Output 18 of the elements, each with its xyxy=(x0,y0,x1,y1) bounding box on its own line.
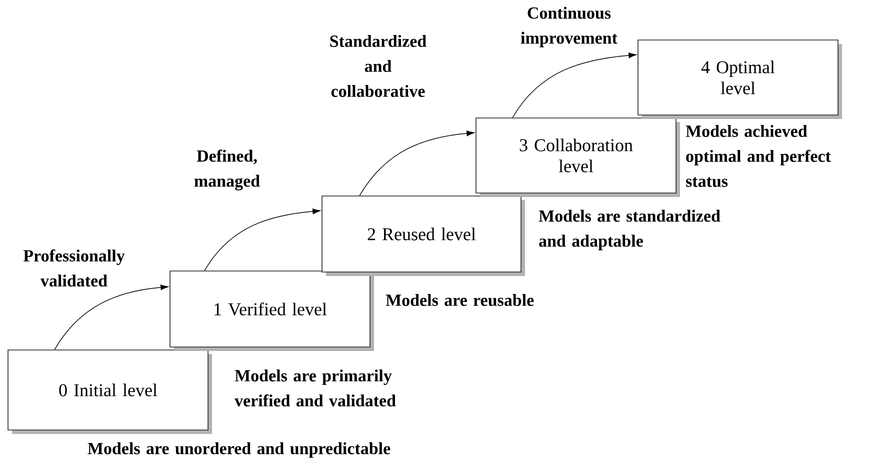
arrow xyxy=(359,130,474,196)
level-description: Models are primarily verified and validated xyxy=(234,370,396,406)
arrow xyxy=(54,284,168,350)
edge-label: Defined, managed xyxy=(194,150,260,190)
level-box: 1 Verified level xyxy=(170,270,374,351)
arrow xyxy=(512,52,636,118)
edge-label: Standardized and collaborative xyxy=(330,35,426,97)
level-description: Models achieved optimal and perfect status xyxy=(686,125,831,187)
arrow xyxy=(204,208,320,271)
level-box: 0 Initial level xyxy=(8,350,212,434)
level-box: 3 Collaboration level xyxy=(476,118,680,197)
level-box: 4 Optimal level xyxy=(638,40,842,119)
edge-label: Continuous improvement xyxy=(520,6,618,48)
edge-label: Professionally validated xyxy=(23,249,125,287)
level-box: 2 Reused level xyxy=(322,196,525,276)
level-description: Models are standardized and adaptable xyxy=(538,210,720,250)
level-description: Models are reusable xyxy=(386,294,534,306)
level-description: Models are unordered and unpredictable xyxy=(88,442,390,458)
